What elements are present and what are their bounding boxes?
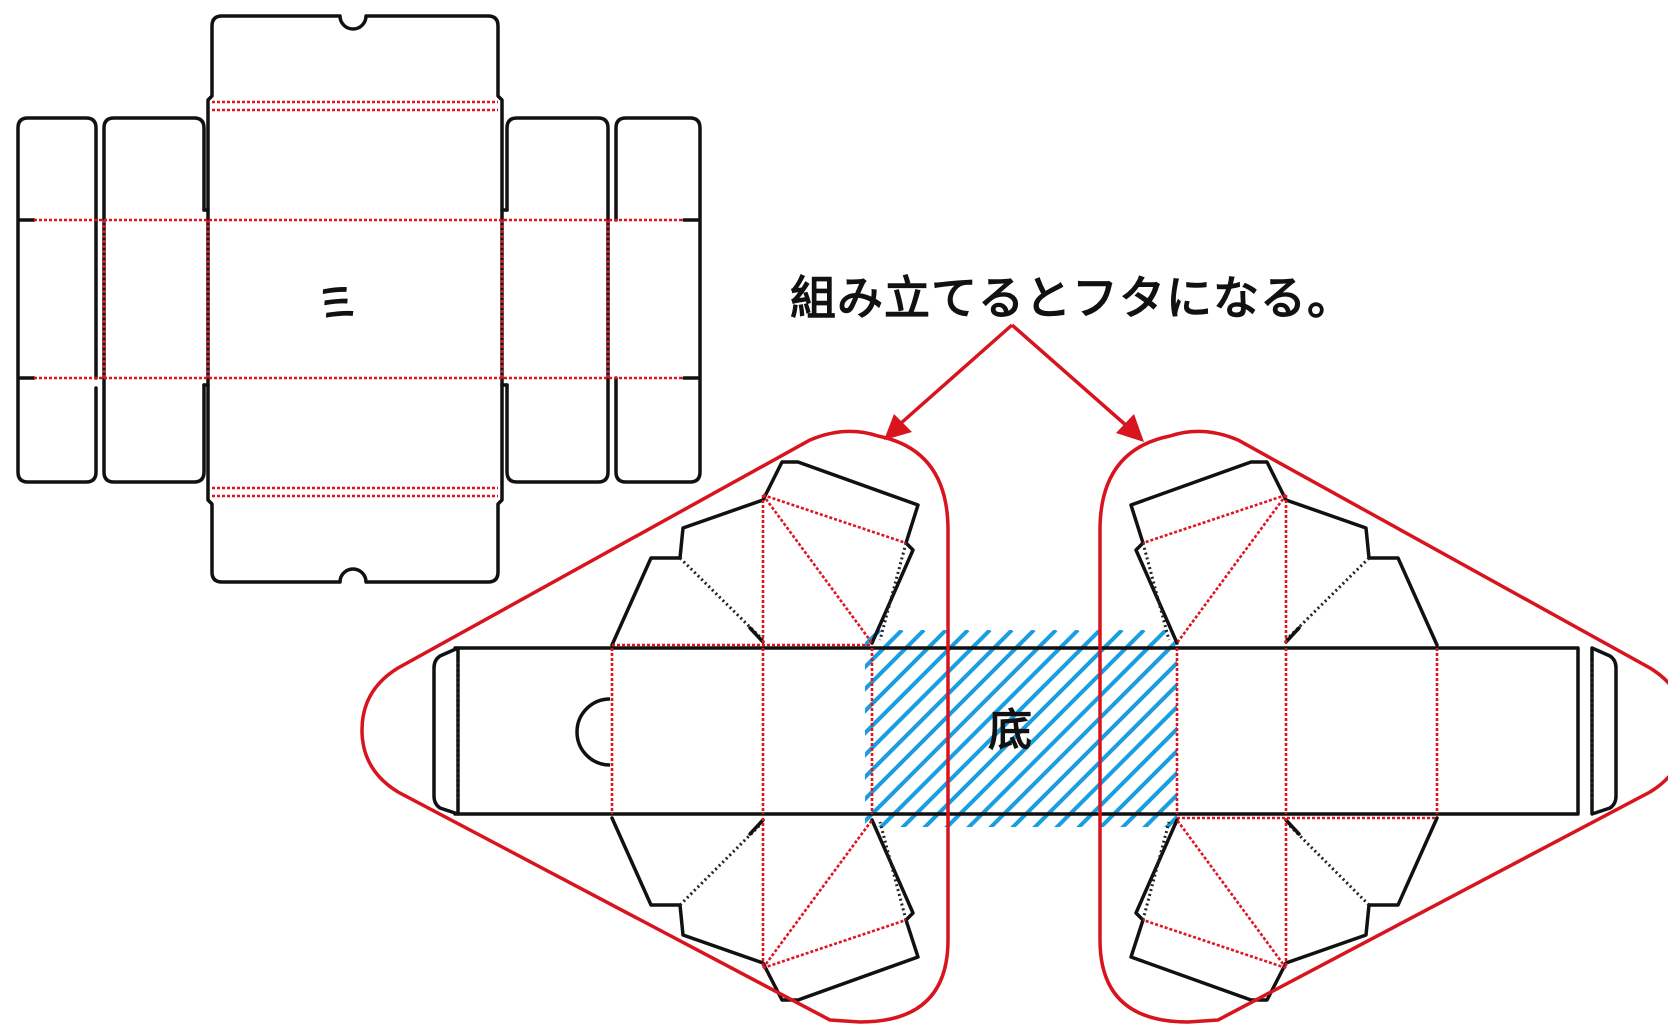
lid-highlight-right [1098, 429, 1668, 1024]
right-lower-perf-2 [1141, 821, 1171, 921]
left-upper-slit [748, 626, 765, 644]
lid-highlight-left [360, 429, 950, 1024]
right-lower-slit [1284, 818, 1301, 836]
hatch-line [865, 630, 904, 670]
hatch-line [878, 630, 1080, 827]
flap-slits [202, 208, 509, 387]
caption-arrows [884, 323, 1144, 442]
hatch-line [865, 630, 992, 758]
hatch-line [1120, 770, 1177, 827]
hatch-line [900, 630, 1102, 827]
hatch-line [865, 630, 926, 692]
left-lower-flaps [610, 816, 920, 1002]
hatch-line [865, 630, 948, 714]
right-end-tab [1590, 646, 1618, 816]
right-outer-flap [614, 116, 702, 484]
right-upper-flaps [1129, 460, 1439, 647]
right-lower-flaps [1129, 816, 1439, 1002]
left-end-tab [432, 646, 460, 816]
hatch-line [1032, 682, 1177, 827]
flat-net-bottom: 底 [432, 460, 1618, 1002]
hatch-line [1054, 704, 1177, 827]
right-upper-perf-2 [1141, 542, 1171, 641]
right-inner-flap [505, 116, 610, 484]
left-upper-perf-2 [878, 542, 908, 641]
hatch-line [865, 630, 1058, 824]
hatch-line [922, 630, 1124, 827]
caption-text: 組み立てるとフタになる。 [790, 271, 1354, 325]
hatch-line [865, 630, 882, 648]
left-lower-slit [748, 818, 765, 836]
hatch-line [1164, 814, 1177, 827]
left-upper-flaps [610, 460, 920, 647]
base-hatch-pattern [865, 630, 1177, 827]
thumb-notch [575, 697, 611, 767]
left-lower-perf-2 [878, 821, 908, 921]
left-inner-flap [102, 116, 206, 484]
center-panel [206, 14, 504, 584]
hatch-line [865, 630, 1036, 802]
left-outer-flap [16, 116, 98, 484]
right-upper-slit [1284, 626, 1301, 644]
left-upper-folds [612, 493, 907, 647]
hatch-line [944, 630, 1146, 827]
base-panel-label: 底 [988, 705, 1032, 756]
hatch-line [1098, 748, 1177, 827]
hatch-line [1010, 660, 1177, 827]
flat-net-top: ミ [16, 14, 702, 584]
strip-vertical-folds [610, 648, 1439, 814]
fold-lines-top-net [34, 100, 684, 498]
right-upper-folds [1142, 493, 1288, 645]
hatch-line [966, 630, 1168, 827]
hatch-line [865, 630, 1014, 780]
left-lower-folds [761, 818, 907, 970]
lid-panel-label: ミ [310, 274, 365, 334]
right-lower-folds [1142, 818, 1288, 970]
hatch-line [865, 630, 970, 736]
hatch-line [1142, 792, 1177, 827]
hatch-line [988, 638, 1177, 827]
